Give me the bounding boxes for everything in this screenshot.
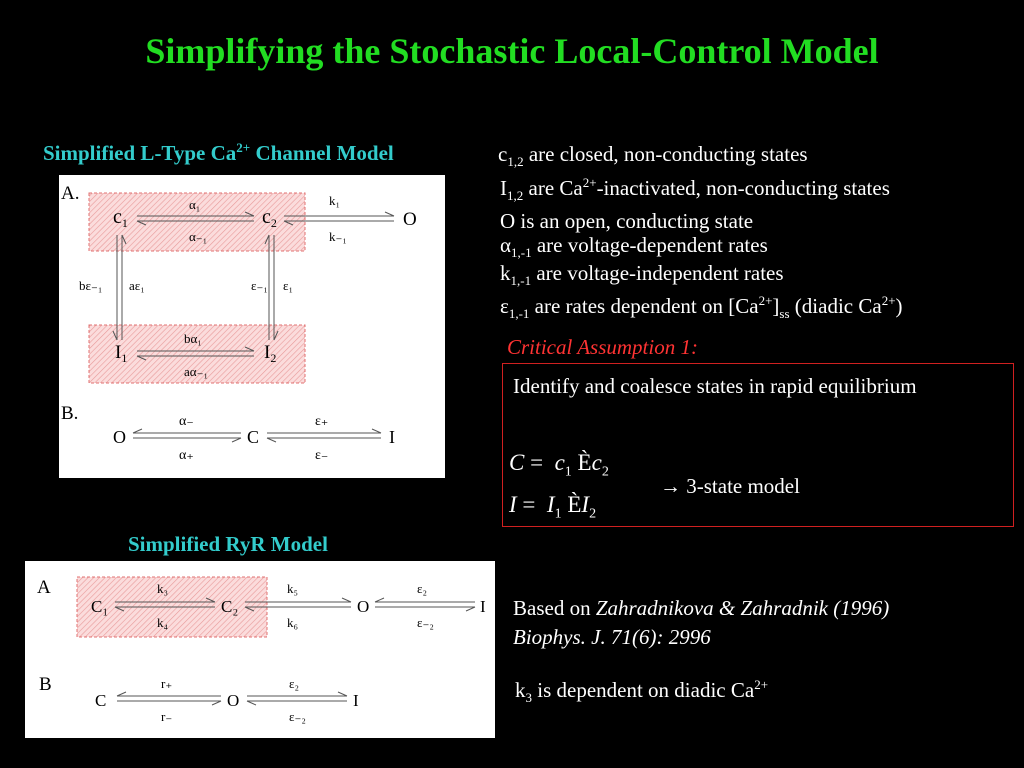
rate-k-m1: k₋₁ <box>329 229 347 244</box>
reference: Based on Zahradnikova & Zahradnik (1996)… <box>513 594 889 652</box>
rate-alpha1: α₁ <box>189 197 200 212</box>
ryr-b-state-o: O <box>227 691 239 710</box>
equation-i: I = I1 ÈI2 <box>509 492 597 522</box>
ryr-heading: Simplified RyR Model <box>128 532 328 556</box>
ryr-diagram: A B C₁ C₂ O I k₃ k₄ k₅ k₆ ε₂ ε₋₂ C O I r… <box>25 561 495 738</box>
ryr-rate-r-plus: r₊ <box>161 676 172 691</box>
panel-b-label: B. <box>61 403 78 424</box>
panel-a-label: A. <box>61 183 79 204</box>
def-alpha-rates: α1,-1 are voltage-dependent rates <box>500 233 768 261</box>
ryr-rate-eps2: ε₂ <box>417 581 427 596</box>
critical-assumption-label: Critical Assumption 1: <box>507 335 698 359</box>
k3-dependence-note: k3 is dependent on diadic Ca2+ <box>515 677 769 706</box>
state-i2: I2 <box>264 342 276 365</box>
rate-eps-plus: ε₊ <box>315 414 328 429</box>
ryr-b-state-c: C <box>95 691 106 710</box>
ryr-b-rate-eps-m2: ε₋₂ <box>289 709 306 724</box>
assumption-box <box>502 363 1014 527</box>
ryr-state-o: O <box>357 597 369 616</box>
ltype-scheme-svg: A. B. c1 c2 O I1 I2 α₁ α₋₁ k₁ k₋₁ bε₋₁ a… <box>61 183 417 463</box>
state-c2: c2 <box>262 206 277 230</box>
ryr-rate-r-minus: r₋ <box>161 709 172 724</box>
rate-b-eps-m1: bε₋₁ <box>79 278 102 293</box>
def-closed-states: c1,2 are closed, non-conducting states <box>498 142 808 170</box>
rate-eps1: ε₁ <box>283 278 293 293</box>
rate-a-alpha-m1: aα₋₁ <box>184 364 208 379</box>
equation-c: C = c1 Èc2 <box>509 450 609 480</box>
ryr-b-state-i: I <box>353 691 359 710</box>
ryr-state-c2: C₂ <box>221 597 238 616</box>
state-i1: I1 <box>115 342 127 365</box>
def-inactivated-states: I1,2 are Ca2+-inactivated, non-conductin… <box>500 175 890 204</box>
ryr-scheme-svg: A B C₁ C₂ O I k₃ k₄ k₅ k₆ ε₂ ε₋₂ C O I r… <box>37 576 486 724</box>
def-open-state: O is an open, conducting state <box>500 209 754 233</box>
ryr-rate-eps-m2: ε₋₂ <box>417 615 434 630</box>
ltype-heading: Simplified L-Type Ca2+ Channel Model <box>43 140 394 165</box>
rate-eps-m1: ε₋₁ <box>251 278 268 293</box>
ryr-rate-k5: k₅ <box>287 581 298 596</box>
rate-alpha-minus: α₋ <box>179 414 194 429</box>
slide-title: Simplifying the Stochastic Local-Control… <box>145 31 879 71</box>
rate-k1: k₁ <box>329 193 340 208</box>
rate-eps-minus: ε₋ <box>315 448 328 463</box>
ryr-state-c1: C₁ <box>91 597 108 616</box>
rate-alpha-m1: α₋₁ <box>189 229 207 244</box>
assumption-statement: Identify and coalesce states in rapid eq… <box>513 374 917 398</box>
b-state-o: O <box>113 427 126 447</box>
state-c1: c1 <box>113 206 128 230</box>
ryr-panel-a-label: A <box>37 577 51 598</box>
ryr-rate-k3: k₃ <box>157 581 168 596</box>
state-o: O <box>403 209 417 230</box>
ryr-b-rate-eps2: ε₂ <box>289 676 299 691</box>
three-state-result: → 3-state model <box>660 474 800 498</box>
def-k-rates: k1,-1 are voltage-independent rates <box>500 261 784 289</box>
ltype-diagram: A. B. c1 c2 O I1 I2 α₁ α₋₁ k₁ k₋₁ bε₋₁ a… <box>59 175 445 478</box>
rate-alpha-plus: α₊ <box>179 448 194 463</box>
b-state-c: C <box>247 427 259 447</box>
reference-line1: Based on Zahradnikova & Zahradnik (1996) <box>513 596 890 620</box>
ryr-state-i: I <box>480 597 486 616</box>
ryr-panel-b-label: B <box>39 674 52 695</box>
rate-a-eps1: aε₁ <box>129 278 145 293</box>
ryr-rate-k4: k₄ <box>157 615 169 630</box>
ryr-rate-k6: k₆ <box>287 615 298 630</box>
b-state-i: I <box>389 427 395 447</box>
reference-journal: Biophys. J. 71(6): 2996 <box>513 625 711 649</box>
rate-b-alpha1: bα₁ <box>184 331 202 346</box>
def-eps-rates: ε1,-1 are rates dependent on [Ca2+]ss (d… <box>500 293 903 322</box>
